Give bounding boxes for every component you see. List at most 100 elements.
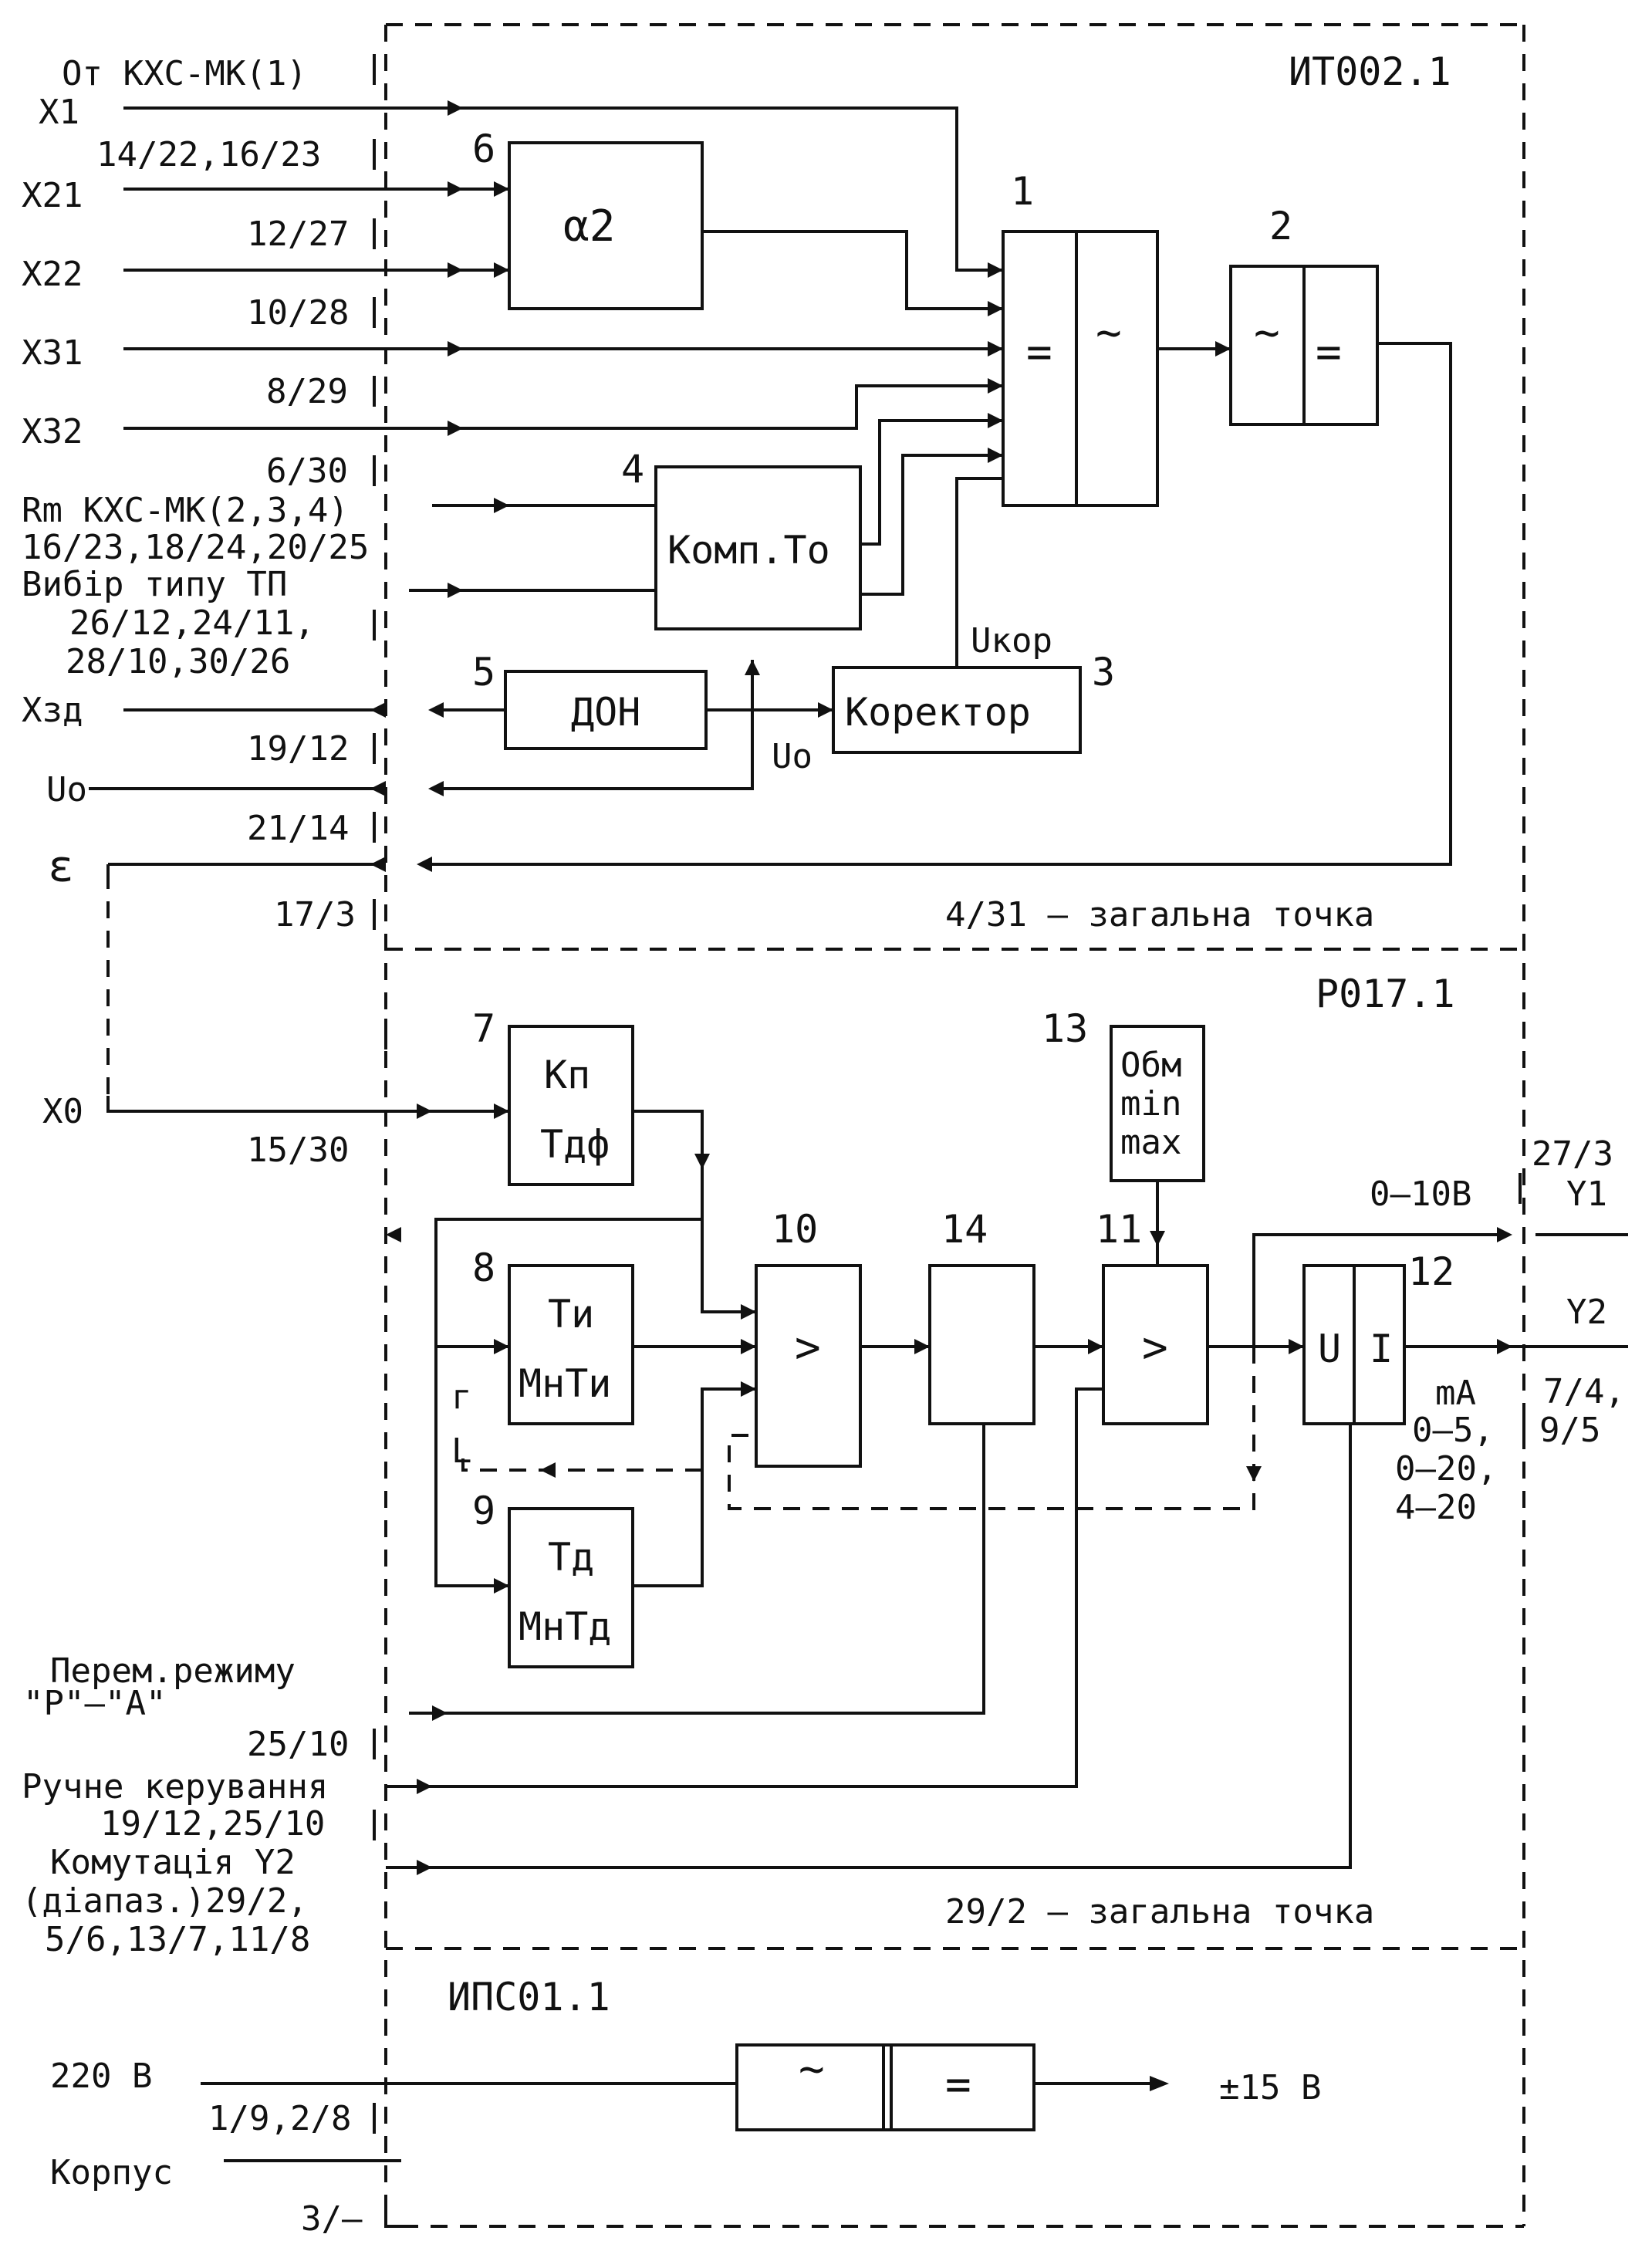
block-12-i: I xyxy=(1370,1327,1393,1371)
pin-x31: 10/28 xyxy=(247,293,349,333)
block-9-td: Тд xyxy=(548,1535,594,1580)
block-8-mnti: МнТи xyxy=(519,1361,611,1406)
block-11-label: > xyxy=(1142,1323,1168,1373)
block-3 xyxy=(832,666,1082,754)
label-mode-1: Перем.режиму xyxy=(50,1651,296,1691)
pin-tp2: 28/10,30/26 xyxy=(66,642,290,681)
block-7 xyxy=(508,1025,634,1186)
pin-tp1: 26/12,24/11, xyxy=(69,603,315,643)
label-range-y1: 0–10В xyxy=(1370,1175,1471,1214)
pin-u0: 21/14 xyxy=(247,809,349,848)
bracket-top: г xyxy=(451,1377,472,1417)
label-ma: mA xyxy=(1435,1374,1476,1413)
label-range-2: 0–20, xyxy=(1395,1449,1497,1489)
label-common-top: 4/31 – загальна точка xyxy=(945,895,1374,935)
label-from-kxs: От КХС-МК(1) xyxy=(62,54,307,93)
module-label-ipso: ИПС01.1 xyxy=(448,1975,610,2019)
label-range-3: 4–20 xyxy=(1395,1488,1477,1527)
block-2-ac: ~ xyxy=(1254,308,1280,358)
block-6-number: 6 xyxy=(472,127,495,171)
label-comm-2: (діапаз.)29/2, xyxy=(22,1881,308,1921)
block-10-label: > xyxy=(795,1323,821,1373)
label-common-mid: 29/2 – загальна точка xyxy=(945,1892,1374,1932)
pin-x21: 14/22,16/23 xyxy=(96,135,321,174)
block-6 xyxy=(508,141,704,310)
pin-mode: 25/10 xyxy=(247,1725,349,1764)
block-14-number: 14 xyxy=(941,1207,988,1252)
block-10 xyxy=(755,1264,862,1468)
pin-rm2: 16/23,18/24,20/25 xyxy=(22,528,369,567)
block-3-label: Коректор xyxy=(845,690,1031,735)
label-x21: X21 xyxy=(22,176,83,215)
pin-220: 1/9,2/8 xyxy=(208,2099,351,2138)
pin-eps: 17/3 xyxy=(274,895,356,935)
block-5-label: ДОН xyxy=(571,690,640,735)
block-13-number: 13 xyxy=(1042,1006,1088,1051)
block-3-number: 3 xyxy=(1092,650,1115,695)
label-x0: X0 xyxy=(42,1092,83,1131)
block-9-mntd: МнТд xyxy=(519,1604,611,1649)
pin-x32: 8/29 xyxy=(266,372,348,411)
label-manual: Ручне керування xyxy=(22,1767,328,1807)
block-13 xyxy=(1110,1025,1205,1182)
block-4 xyxy=(654,465,862,630)
pin-manual: 19/12,25/10 xyxy=(100,1804,325,1844)
label-pm15: ±15 В xyxy=(1219,2068,1321,2107)
block-1-ac: ~ xyxy=(1096,308,1122,358)
ukor-label: Uкор xyxy=(971,621,1052,661)
block-11-number: 11 xyxy=(1096,1207,1142,1252)
ps-dc: = xyxy=(945,2060,971,2110)
arrows-mid xyxy=(386,1104,1512,1875)
block-13-max: max xyxy=(1120,1123,1181,1162)
block-7-tdf: Тдф xyxy=(540,1122,610,1167)
block-12-u: U xyxy=(1318,1327,1341,1371)
label-220v: 220 В xyxy=(50,2057,152,2096)
block-1-dc: = xyxy=(1026,327,1052,377)
block-8-number: 8 xyxy=(472,1245,495,1290)
pin-rm: 6/30 xyxy=(266,451,348,491)
arrows-top xyxy=(370,100,1231,872)
block-6-label: α2 xyxy=(563,201,615,252)
block-5-number: 5 xyxy=(472,650,495,695)
label-y2: Y2 xyxy=(1566,1293,1607,1332)
pin-x22: 12/27 xyxy=(247,215,349,254)
label-x32: X32 xyxy=(22,412,83,451)
module-label-ro: Р017.1 xyxy=(1316,972,1455,1016)
label-u0: Uo xyxy=(46,770,87,809)
label-comm-1: Комутація Y2 xyxy=(50,1843,296,1882)
pin-xzd: 19/12 xyxy=(247,729,349,769)
label-korpus: Корпус xyxy=(50,2153,173,2192)
label-xzd: Хзд xyxy=(22,691,83,730)
block-1 xyxy=(1002,230,1159,507)
u0-internal-label: Uo xyxy=(772,737,812,776)
label-x31: X31 xyxy=(22,333,83,373)
block-9 xyxy=(508,1507,634,1668)
block-8 xyxy=(508,1264,634,1425)
block-10-number: 10 xyxy=(772,1207,818,1252)
block-11 xyxy=(1102,1264,1209,1425)
label-range-1: 0–5, xyxy=(1412,1411,1494,1450)
block-4-number: 4 xyxy=(621,447,644,492)
label-eps: ε xyxy=(48,842,74,892)
label-x1: X1 xyxy=(39,93,79,132)
block-2-number: 2 xyxy=(1269,204,1292,248)
module-frames xyxy=(106,23,1525,2228)
module-label-ito: ИТ002.1 xyxy=(1289,49,1451,94)
block-2-dc: = xyxy=(1316,327,1342,377)
block-13-min: min xyxy=(1120,1084,1181,1124)
pin-y2b: 9/5 xyxy=(1539,1411,1600,1450)
pin-y2a: 7/4, xyxy=(1543,1372,1625,1411)
label-comm-3: 5/6,13/7,11/8 xyxy=(45,1920,310,1959)
pin-y1: 27/3 xyxy=(1532,1134,1613,1174)
ps-ac: ~ xyxy=(799,2044,825,2094)
pin-x0: 15/30 xyxy=(247,1131,349,1170)
wires-top xyxy=(89,106,1452,884)
block-8-ti: Ти xyxy=(548,1292,594,1337)
pin-ticks-mid xyxy=(373,1019,1525,1840)
block-13-obm: Обм xyxy=(1120,1046,1181,1085)
label-rm: Rm КХС-МК(2,3,4) xyxy=(22,491,349,530)
pin-korpus: 3/– xyxy=(301,2199,363,2239)
block-7-kp: Кп xyxy=(544,1053,590,1097)
block-7-number: 7 xyxy=(472,1006,495,1051)
